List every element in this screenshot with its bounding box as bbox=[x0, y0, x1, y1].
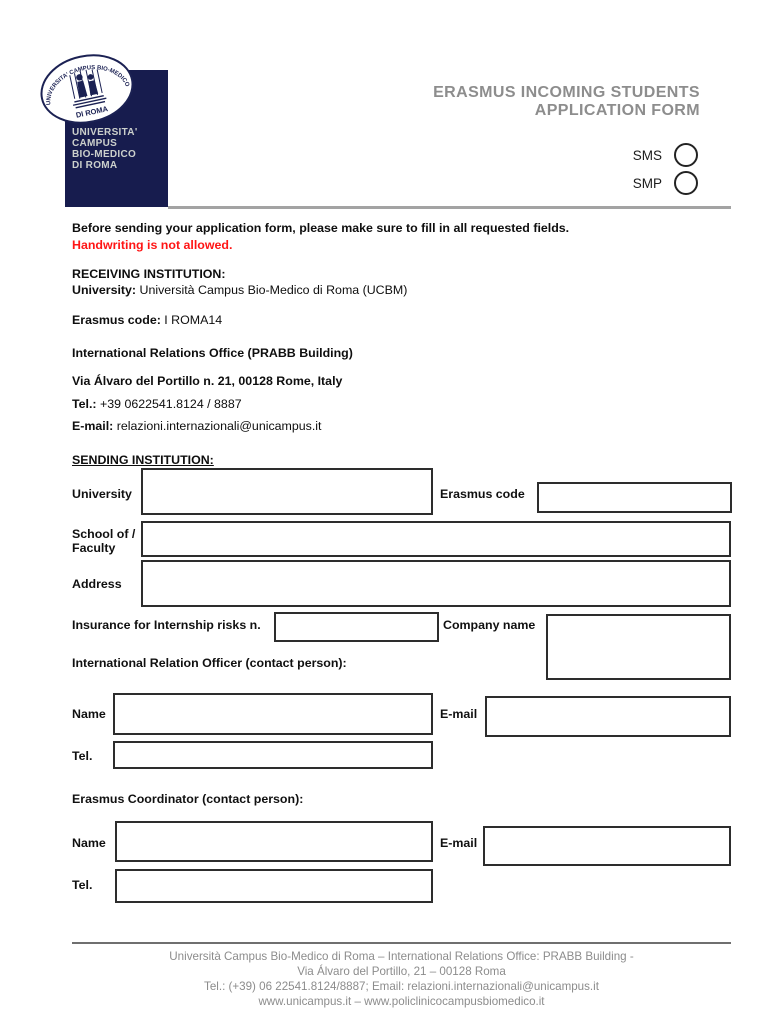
coordinator-name-input[interactable] bbox=[115, 821, 433, 862]
receiving-erasmus-code-line: Erasmus code: I ROMA14 bbox=[72, 313, 222, 327]
logo-wordmark-line: UNIVERSITA' bbox=[72, 127, 138, 138]
page-title: ERASMUS INCOMING STUDENTS APPLICATION FO… bbox=[433, 84, 700, 120]
sms-label: SMS bbox=[632, 147, 662, 163]
logo-wordmark: UNIVERSITA' CAMPUS BIO-MEDICO DI ROMA bbox=[72, 127, 138, 171]
receiving-university-value: Università Campus Bio-Medico di Roma (UC… bbox=[136, 283, 408, 297]
receiving-erasmus-code-value: I ROMA14 bbox=[160, 313, 223, 327]
sending-university-label: University bbox=[72, 487, 132, 501]
logo-wordmark-line: BIO-MEDICO bbox=[72, 149, 137, 160]
iro-email-input[interactable] bbox=[485, 696, 731, 737]
iro-tel-input[interactable] bbox=[113, 741, 433, 769]
notice-line: Before sending your application form, pl… bbox=[72, 221, 570, 235]
smp-radio[interactable] bbox=[674, 171, 698, 195]
receiving-tel-line: Tel.: +39 0622541.8124 / 8887 bbox=[72, 397, 242, 411]
iro-email-label: E-mail bbox=[440, 707, 478, 721]
sending-address-input[interactable] bbox=[141, 560, 731, 607]
receiving-erasmus-code-label: Erasmus code: bbox=[72, 313, 161, 327]
receiving-tel-value: +39 0622541.8124 / 8887 bbox=[96, 397, 242, 411]
coordinator-email-label: E-mail bbox=[440, 836, 478, 850]
handwriting-warning: Handwriting is not allowed. bbox=[72, 238, 233, 252]
logo-wordmark-line: DI ROMA bbox=[72, 160, 118, 171]
footer-line3: Tel.: (+39) 06 22541.8124/8887; Email: r… bbox=[204, 980, 599, 993]
company-name-input[interactable] bbox=[546, 614, 731, 680]
footer-line1: Università Campus Bio-Medico di Roma – I… bbox=[169, 950, 634, 963]
receiving-address-line: Via Álvaro del Portillo n. 21, 00128 Rom… bbox=[72, 374, 343, 388]
insurance-label: Insurance for Internship risks n. bbox=[72, 618, 261, 632]
receiving-email-label: E-mail: bbox=[72, 419, 114, 433]
school-faculty-input[interactable] bbox=[141, 521, 731, 557]
logo-wordmark-line: CAMPUS bbox=[72, 138, 118, 149]
coordinator-heading: Erasmus Coordinator (contact person): bbox=[72, 792, 304, 806]
seal-figures bbox=[76, 74, 99, 98]
receiving-office-line: International Relations Office (PRABB Bu… bbox=[72, 346, 353, 360]
receiving-tel-label: Tel.: bbox=[72, 397, 97, 411]
coordinator-name-label: Name bbox=[72, 836, 106, 850]
coordinator-tel-label: Tel. bbox=[72, 878, 93, 892]
footer: Università Campus Bio-Medico di Roma – I… bbox=[72, 949, 731, 1009]
page-title-line1: ERASMUS INCOMING STUDENTS bbox=[433, 84, 700, 101]
iro-heading: International Relation Officer (contact … bbox=[72, 656, 347, 670]
sms-option-row: SMS bbox=[633, 143, 698, 167]
header-divider bbox=[168, 206, 731, 209]
smp-label: SMP bbox=[632, 175, 662, 191]
receiving-email-value: relazioni.internazionali@unicampus.it bbox=[113, 419, 322, 433]
sms-radio[interactable] bbox=[674, 143, 698, 167]
iro-name-label: Name bbox=[72, 707, 106, 721]
sending-erasmus-code-input[interactable] bbox=[537, 482, 732, 513]
sending-address-label: Address bbox=[72, 577, 122, 591]
receiving-email-line: E-mail: relazioni.internazionali@unicamp… bbox=[72, 419, 322, 433]
receiving-university-line: University: Università Campus Bio-Medico… bbox=[72, 283, 407, 297]
sending-university-input[interactable] bbox=[141, 468, 433, 515]
coordinator-email-input[interactable] bbox=[483, 826, 731, 866]
insurance-input[interactable] bbox=[274, 612, 439, 642]
receiving-university-label: University: bbox=[72, 283, 137, 297]
company-name-label: Company name bbox=[443, 618, 536, 632]
iro-tel-label: Tel. bbox=[72, 749, 93, 763]
footer-line2: Via Álvaro del Portillo, 21 – 00128 Roma bbox=[297, 965, 506, 978]
school-faculty-label-line1: School of / bbox=[72, 527, 136, 541]
university-seal-icon: UNIVERSITA' CAMPUS BIO-MEDICO DI ROMA bbox=[40, 54, 134, 124]
iro-name-input[interactable] bbox=[113, 693, 433, 735]
school-faculty-label-line2: Faculty bbox=[72, 541, 116, 555]
page-title-line2: APPLICATION FORM bbox=[534, 102, 700, 119]
footer-divider bbox=[72, 942, 731, 944]
receiving-heading: RECEIVING INSTITUTION: bbox=[72, 267, 226, 281]
smp-option-row: SMP bbox=[633, 171, 698, 195]
sending-erasmus-code-label: Erasmus code bbox=[440, 487, 525, 501]
footer-line4: www.unicampus.it – www.policlinicocampus… bbox=[258, 995, 545, 1008]
sending-heading: SENDING INSTITUTION: bbox=[72, 453, 214, 467]
coordinator-tel-input[interactable] bbox=[115, 869, 433, 903]
